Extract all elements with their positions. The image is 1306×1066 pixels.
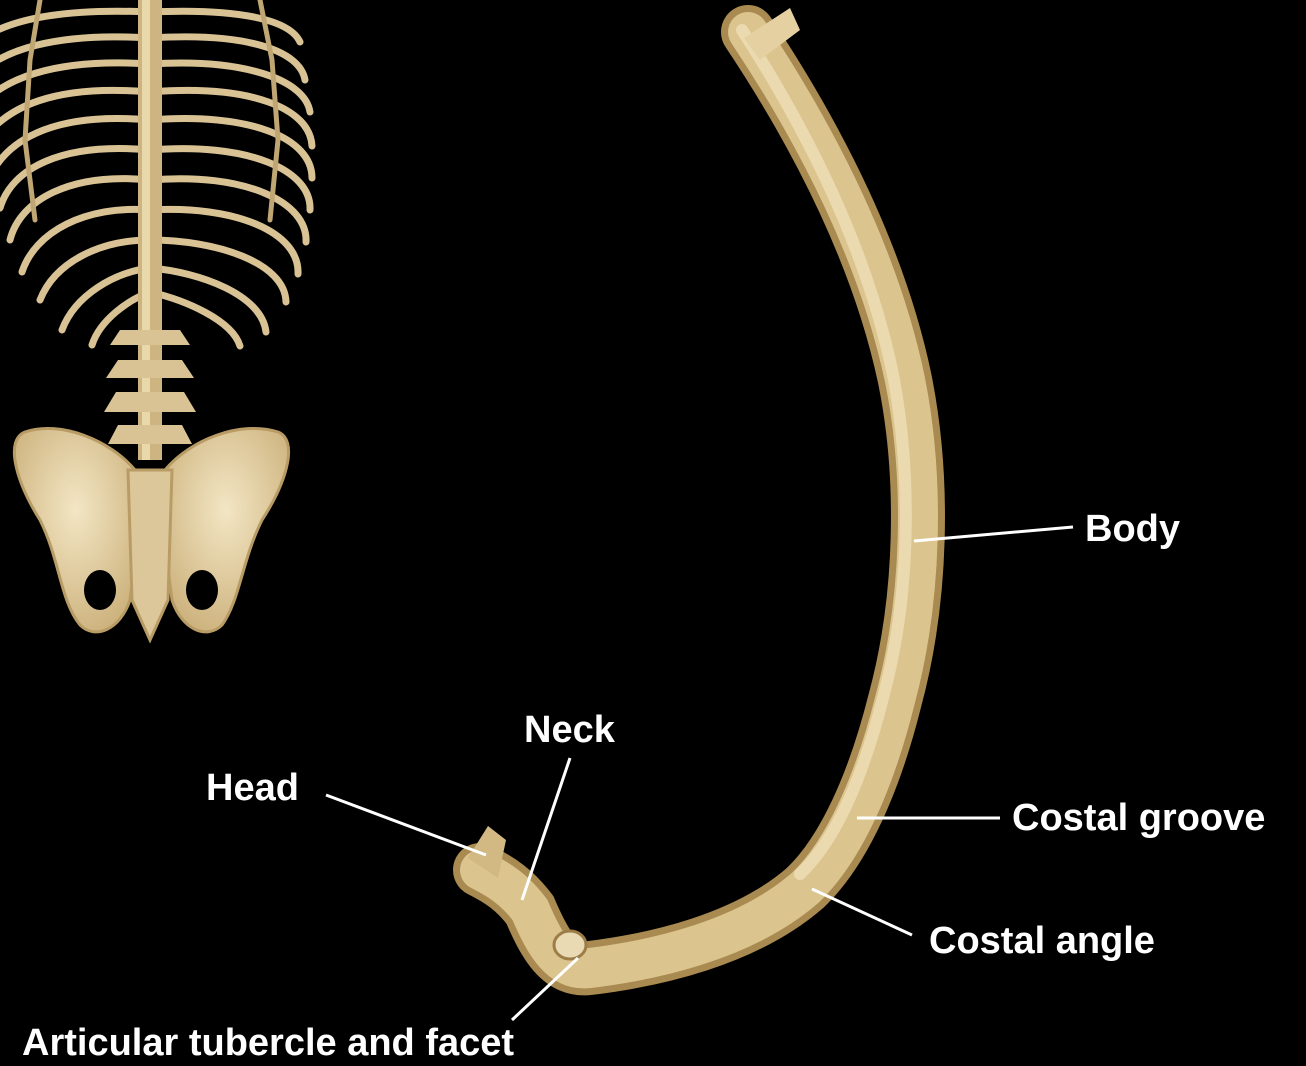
label-head: Head bbox=[206, 769, 299, 807]
leader-line-head bbox=[326, 795, 486, 855]
leader-line-neck bbox=[522, 758, 570, 900]
label-body: Body bbox=[1085, 510, 1180, 548]
articular-tubercle-shape bbox=[554, 931, 586, 959]
label-articular-tubercle-and-facet: Articular tubercle and facet bbox=[22, 1024, 514, 1062]
label-neck: Neck bbox=[524, 711, 615, 749]
rib-bone bbox=[468, 8, 918, 968]
spine bbox=[104, 0, 196, 460]
label-costal-angle: Costal angle bbox=[929, 922, 1155, 960]
label-costal-groove: Costal groove bbox=[1012, 799, 1265, 837]
skeleton-torso bbox=[0, 0, 312, 640]
leader-line-costal-angle bbox=[812, 889, 912, 935]
pelvis bbox=[14, 428, 288, 640]
